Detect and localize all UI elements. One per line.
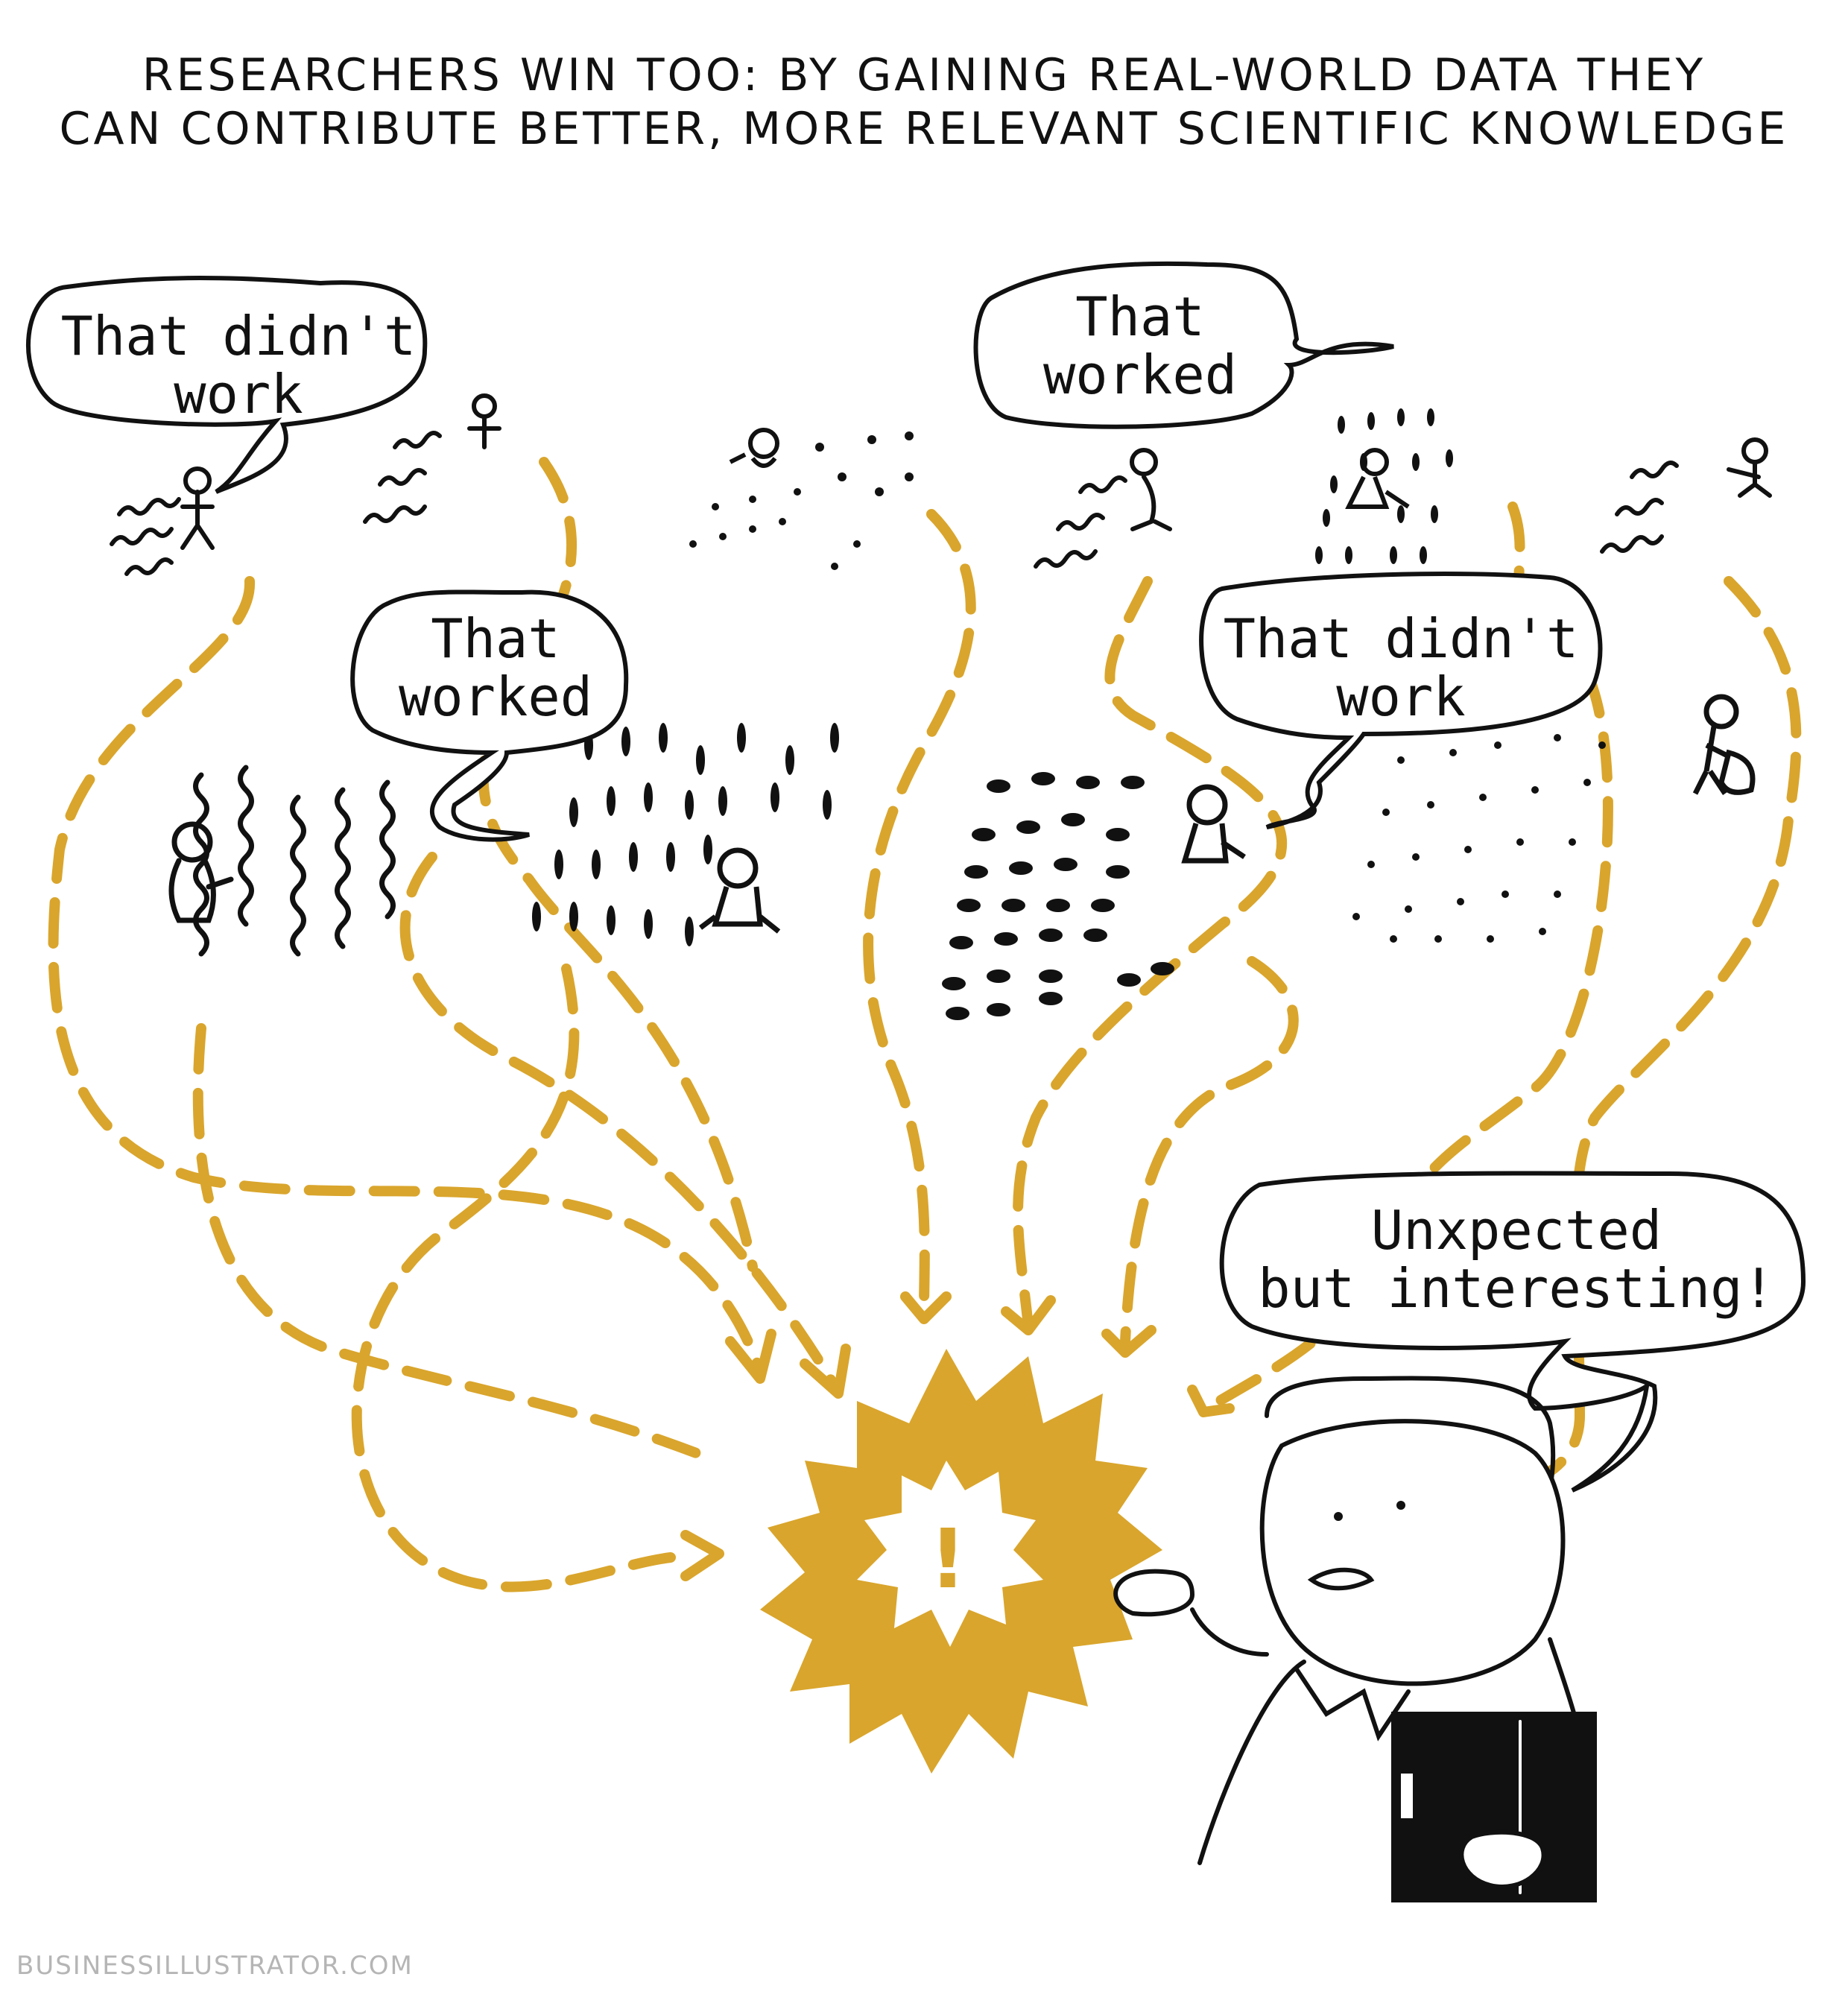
- bubble-4-text: That didn't work: [1200, 610, 1602, 726]
- field-rows-2: [1034, 448, 1172, 569]
- field-seeds-6: [532, 723, 839, 946]
- bubble-line: That: [1075, 285, 1205, 348]
- folder-tab: [1401, 1774, 1413, 1818]
- flow-path: [863, 509, 976, 1317]
- field-rows-4: [1600, 437, 1772, 554]
- farmer-sowing: [729, 428, 779, 468]
- burst-inner: [857, 1461, 1043, 1647]
- bubble-line: work: [174, 363, 303, 426]
- researcher-hair: [1265, 1376, 1556, 1515]
- flow-path: [1478, 576, 1802, 1503]
- researcher-mouth: [1307, 1567, 1375, 1591]
- flow-path: [351, 964, 676, 1592]
- arrowhead: [900, 1291, 952, 1324]
- bubble-shape: [973, 261, 1394, 429]
- field-dots-8: [1352, 734, 1606, 943]
- researcher: [1113, 1376, 1597, 1902]
- bubble-2-text: That worked: [984, 288, 1297, 404]
- field-rows-5: [168, 765, 396, 957]
- bubble-line: That: [431, 607, 560, 670]
- arrowhead: [680, 1530, 724, 1581]
- farmer-harvesting: [1181, 784, 1246, 864]
- farmer-watering: [1345, 448, 1410, 509]
- arrowhead: [1101, 1325, 1156, 1358]
- field-dots: [689, 431, 914, 570]
- burst-symbol: !: [929, 1511, 966, 1607]
- bubble-shape: [25, 276, 428, 494]
- researcher-head: [1259, 1419, 1566, 1686]
- insight-burst: !: [760, 1349, 1162, 1774]
- bubble-line: Unxpected: [1370, 1199, 1662, 1262]
- flow-path: [1013, 576, 1288, 1332]
- bubble-shape: [350, 589, 629, 842]
- field-seeds-3: [1315, 408, 1453, 564]
- researcher-arm: [1190, 1607, 1269, 1657]
- flow-path: [192, 1023, 721, 1466]
- researcher-collar: [1294, 1667, 1411, 1741]
- researcher-eye: [1334, 1512, 1343, 1521]
- site-credit: BUSINESSILLUSTRATOR.COM: [16, 1951, 414, 1981]
- field-rows-1: [110, 393, 501, 576]
- bubble-line: but interesting!: [1258, 1257, 1775, 1320]
- flow-path: [399, 852, 840, 1391]
- headline-line-2: CAN CONTRIBUTE BETTER, MORE RELEVANT SCI…: [59, 103, 1789, 155]
- arrowhead: [1001, 1295, 1056, 1335]
- bubble-shape: [1199, 572, 1603, 829]
- flow-path: [478, 457, 758, 1272]
- bubble-line: worked: [398, 665, 593, 728]
- bubble-3-text: That worked: [358, 610, 633, 726]
- flow-path: [48, 576, 765, 1376]
- farmer-planting: [698, 847, 781, 934]
- arrowheads: [680, 1291, 1507, 1581]
- headline-line-1: RESEARCHERS WIN TOO: BY GAINING REAL-WOR…: [142, 49, 1706, 101]
- researcher-eye: [1396, 1501, 1405, 1510]
- arrowhead: [1187, 1385, 1235, 1417]
- bubble-line: worked: [1042, 344, 1238, 406]
- researcher-hand: [1113, 1569, 1195, 1617]
- bubble-5-text: Unxpected but interesting!: [1230, 1201, 1803, 1317]
- speech-bubbles: [25, 261, 1806, 1493]
- arrowhead: [800, 1344, 851, 1399]
- bubble-1-text: That didn't work: [45, 307, 432, 423]
- bubble-line: That didn't: [1223, 607, 1579, 670]
- field-seeds-7: [942, 772, 1174, 1020]
- bubble-shape: [1219, 1171, 1806, 1493]
- arrowhead: [725, 1329, 776, 1384]
- researcher-holding-hand: [1459, 1829, 1546, 1889]
- flow-path: [1120, 956, 1299, 1347]
- bubble-line: That didn't: [60, 305, 417, 367]
- farmer-walking: [1692, 694, 1756, 795]
- bubble-line: work: [1336, 665, 1466, 728]
